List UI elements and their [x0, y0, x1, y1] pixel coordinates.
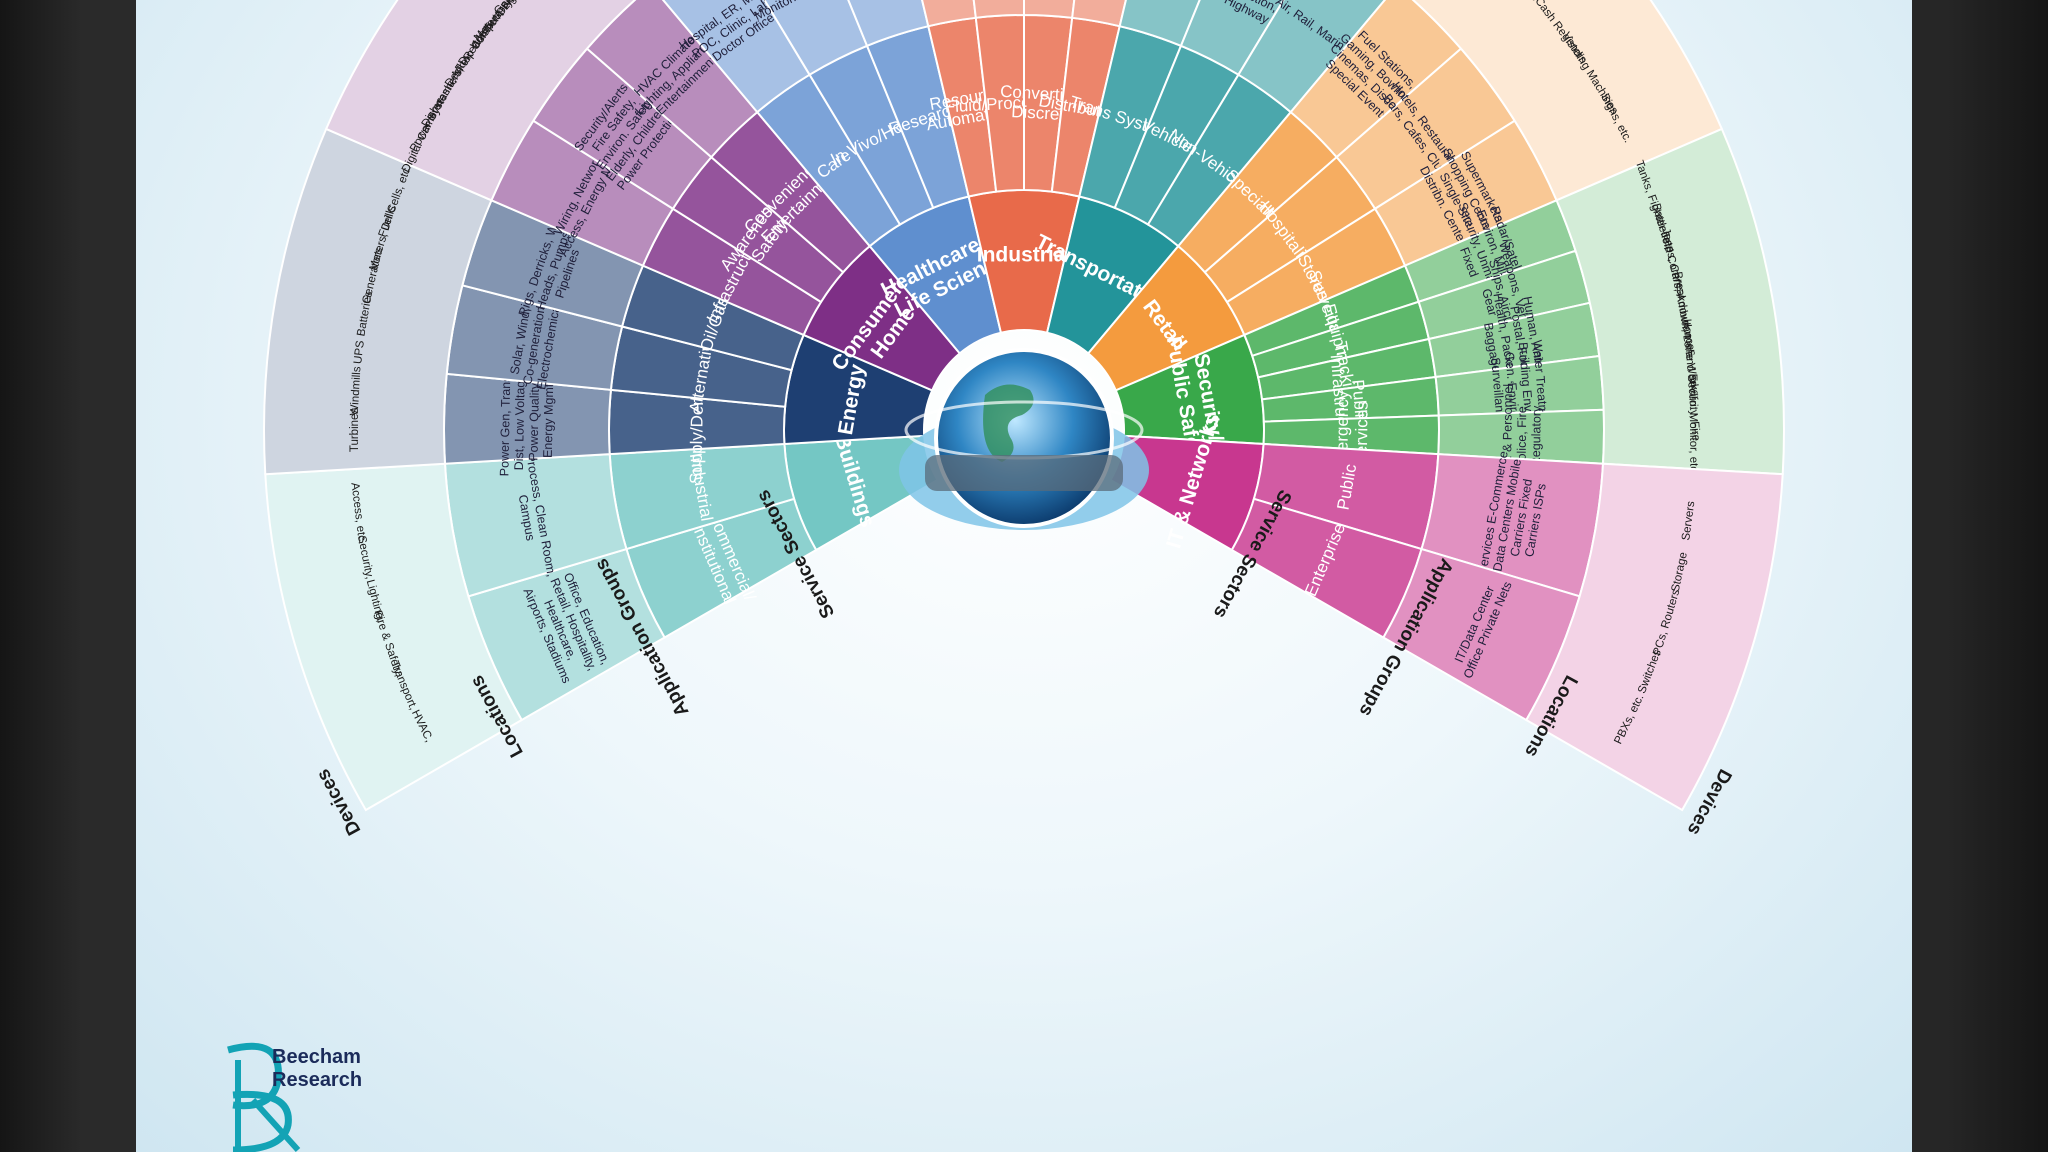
logo-line2: Research	[272, 1069, 362, 1092]
device-label-security-public-safety-5: Enviro. Monitor, etc.	[1687, 374, 1700, 476]
globe-image-band	[925, 455, 1123, 491]
globe-icon	[936, 350, 1112, 526]
logo-wordmark: Beecham Research	[272, 1046, 362, 1092]
logo-line1: Beecham	[272, 1046, 362, 1069]
